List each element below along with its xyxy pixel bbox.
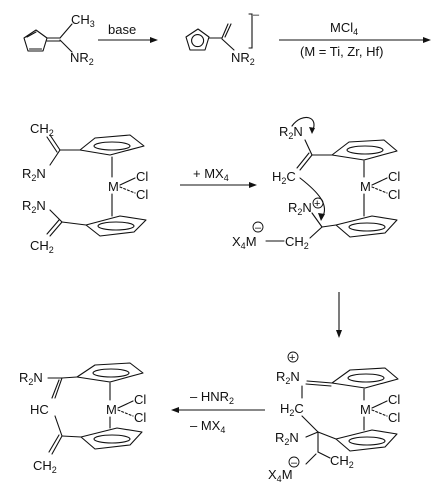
nr2-label: NR2 [70, 50, 94, 67]
arrow-base: base [98, 22, 158, 43]
cyclized-intermediate: M Cl Cl + R2N H2C R2N CH2 X4M – [268, 351, 400, 484]
base-label: base [108, 22, 136, 37]
svg-text:–: – [255, 222, 262, 234]
ch2-label-adduct: CH2 [285, 234, 309, 251]
r2n-label-bottom: R2N [22, 198, 46, 215]
chloride-1-product: Cl [134, 392, 146, 407]
arrow-elimination: – HNR2 – MX4 [171, 389, 265, 435]
metal-atom-adduct: M [360, 179, 371, 194]
cp-ring-top-cyclized [331, 367, 399, 389]
cp-ring-bottom [85, 215, 147, 237]
cp-ring-top-adduct [331, 139, 398, 161]
r2n-label-top: R2N [22, 166, 46, 183]
negative-charge-adduct: – [252, 221, 264, 234]
cp-ring-top [79, 134, 145, 156]
x4m-label-cyclized: X4M [268, 467, 293, 484]
chloride-1-adduct: Cl [388, 169, 400, 184]
svg-text:+: + [289, 352, 295, 364]
r2n-label-adduct: R2N [279, 124, 303, 141]
fulvene-molecule: CH3 NR2 [23, 12, 95, 67]
ansa-metallocene-product: M Cl Cl R2N HC CH2 [19, 362, 146, 475]
svg-text:+: + [314, 198, 320, 210]
h2c-label-cyclized: H2C [280, 401, 304, 418]
mx4-label: + MX4 [193, 166, 229, 183]
cp-ring-bottom-cyclized [335, 429, 398, 452]
chloride-1-cyclized: Cl [388, 392, 400, 407]
h2c-label-adduct: H2C [272, 169, 296, 186]
iminium-adduct: M Cl Cl R2N H2C R2N + CH2 X4M – [232, 116, 400, 251]
nr2-label-anion: NR2 [231, 50, 255, 67]
iminium-n-label: R2N [288, 200, 312, 217]
cp-ring-bottom-product [80, 427, 143, 450]
elimination-reagent-2: – MX4 [190, 418, 225, 435]
metal-atom: M [108, 179, 119, 194]
amine-label-cyclized: R2N [275, 430, 299, 447]
aminofulvene-anion: NR2 – [185, 9, 260, 67]
mcl4-label: MCl4 [330, 20, 358, 37]
r2n-label-product: R2N [19, 370, 43, 387]
anion-charge: – [253, 9, 260, 21]
svg-text:–: – [291, 457, 298, 469]
cp-ring-top-product [76, 362, 144, 383]
ch2-label-top: CH2 [30, 121, 54, 138]
ch2-label-bottom: CH2 [30, 238, 54, 255]
ch2-label-product: CH2 [33, 458, 57, 475]
positive-charge-top-cyclized: + [287, 351, 299, 364]
x4m-label-adduct: X4M [232, 234, 257, 251]
arrow-mx4: + MX4 [180, 166, 257, 188]
cp-ring-bottom-adduct [335, 215, 398, 238]
metal-atom-cyclized: M [360, 402, 371, 417]
r2n-label-cyclized: R2N [276, 369, 300, 386]
negative-charge-cyclized: – [288, 456, 300, 469]
arrow-down [336, 292, 342, 338]
chloride-2: Cl [136, 187, 148, 202]
chloride-2-cyclized: Cl [388, 410, 400, 425]
metal-condition: (M = Ti, Zr, Hf) [300, 44, 383, 59]
hc-label-product: HC [30, 402, 49, 417]
arrow-mcl4: MCl4 (M = Ti, Zr, Hf) [279, 20, 431, 59]
cp-ring-anion [185, 28, 210, 51]
ch3-label: CH3 [71, 12, 95, 29]
bis-aminofulvene-metallocene: M Cl Cl CH2 R2N R2N CH2 [22, 121, 148, 255]
metal-atom-product: M [106, 402, 117, 417]
positive-charge-adduct: + [312, 197, 324, 210]
fulvene-ring [23, 29, 48, 52]
chloride-2-product: Cl [134, 410, 146, 425]
ch2-label-cyclized: CH2 [330, 453, 354, 470]
elimination-reagent-1: – HNR2 [190, 389, 234, 406]
chloride-2-adduct: Cl [388, 187, 400, 202]
chloride-1: Cl [136, 169, 148, 184]
